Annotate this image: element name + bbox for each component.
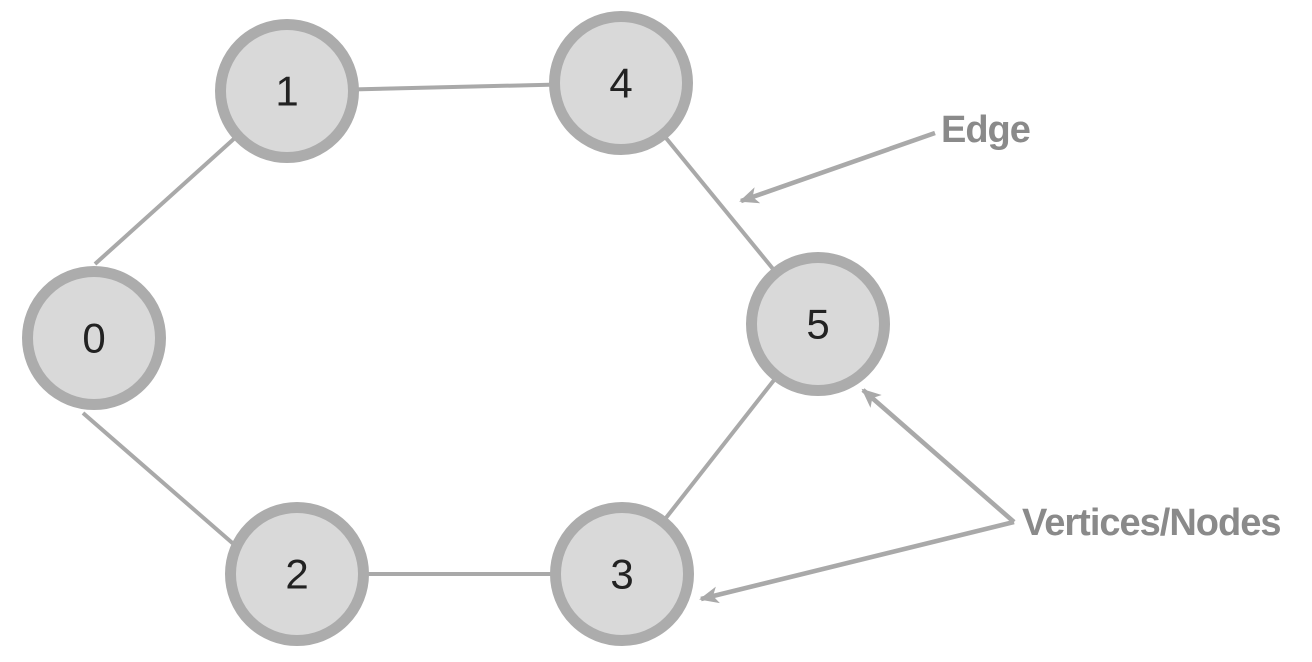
- node-3: 3: [550, 502, 694, 646]
- node-2: 2: [225, 502, 369, 646]
- node-0-label: 0: [82, 315, 105, 362]
- node-5-label: 5: [806, 301, 829, 348]
- node-4-label: 4: [609, 60, 632, 107]
- annotation-edge-callout-arrow-0: [739, 130, 936, 204]
- edge-2-0: [81, 411, 247, 556]
- node-3-circle: [550, 502, 694, 646]
- annotation-edge-callout-label: Edge: [941, 109, 1030, 151]
- annotation-vertices-nodes-callout-label: Vertices/Nodes: [1022, 502, 1280, 544]
- node-4-circle: [549, 11, 693, 155]
- nodes-layer: 0 1 4 5 3 2: [22, 11, 890, 646]
- node-2-label: 2: [285, 551, 308, 598]
- annotation-vertices-nodes-callout-arrow-1: [699, 519, 1015, 604]
- node-5-circle: [746, 252, 890, 396]
- annotation-edge-callout: Edge: [739, 109, 1031, 204]
- node-5: 5: [746, 252, 890, 396]
- node-4: 4: [549, 11, 693, 155]
- node-3-label: 3: [610, 551, 633, 598]
- node-1: 1: [215, 19, 359, 163]
- annotation-vertices-nodes-callout-arrow-0: [861, 388, 1016, 524]
- annotation-vertices-nodes-callout: Vertices/Nodes: [699, 388, 1281, 604]
- node-0: 0: [22, 266, 166, 410]
- node-0-circle: [22, 266, 166, 410]
- node-1-circle: [215, 19, 359, 163]
- edges-layer: [81, 81, 820, 576]
- node-2-circle: [225, 502, 369, 646]
- node-1-label: 1: [275, 68, 298, 115]
